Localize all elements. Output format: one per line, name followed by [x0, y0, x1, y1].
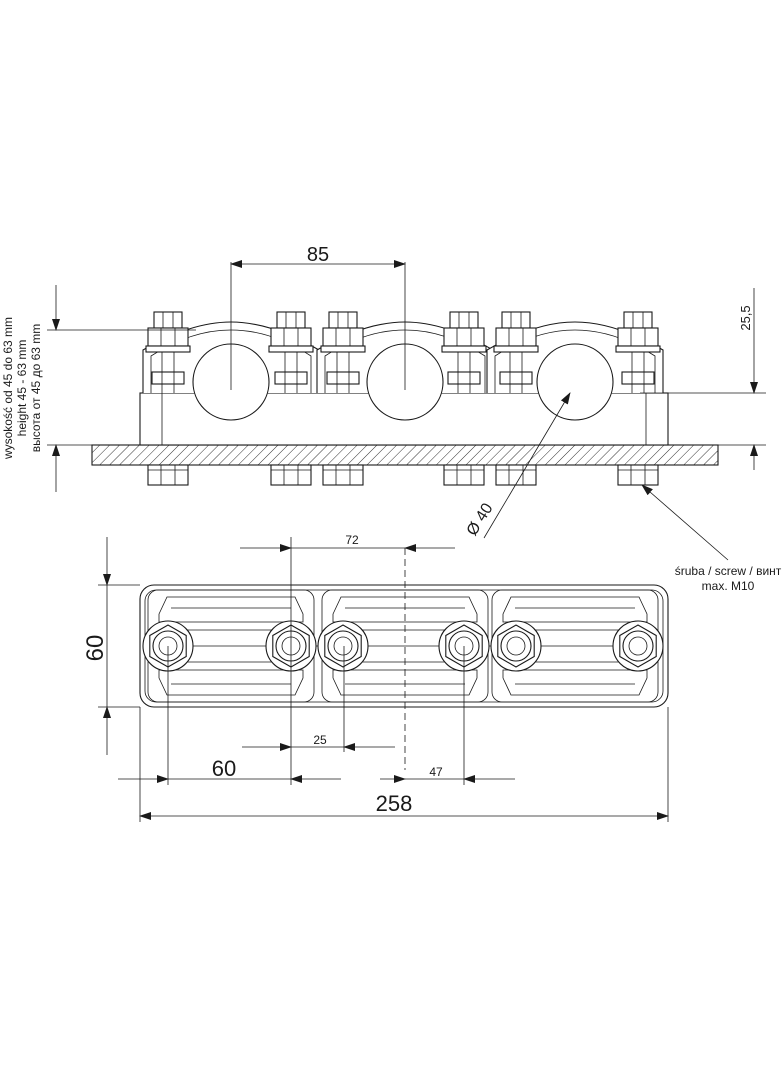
washer: [493, 345, 539, 353]
bolt-end: [623, 311, 653, 329]
mounting-plate: [91, 444, 719, 466]
bolt-end: [328, 311, 358, 329]
height-dimension: wysokość od 45 do 63 mm height 45 - 63 m…: [1, 285, 196, 492]
bolt-end: [276, 311, 306, 329]
bottom-nut: [322, 464, 364, 486]
nut-chamfer: [500, 630, 532, 662]
dim-25-5-label: 25,5: [738, 305, 753, 330]
clamp-jaw-bottom: [502, 669, 648, 696]
top-nut: [322, 327, 364, 347]
hex-nut: [497, 624, 535, 668]
screw-size-label: max. M10: [702, 579, 755, 593]
screw-label: śruba / screw / винт: [675, 564, 782, 578]
washer: [145, 345, 191, 353]
side-view: [91, 311, 719, 486]
dimension-60-depth: 60: [82, 537, 140, 755]
dim-85-label: 85: [307, 244, 329, 266]
clamp-jaw-bottom: [158, 669, 304, 696]
top-nut: [443, 327, 485, 347]
lower-nut: [274, 371, 308, 385]
clamp-jaw-top: [158, 596, 304, 623]
screw-leader: śruba / screw / винт max. M10: [641, 484, 782, 593]
washer: [320, 345, 366, 353]
bolt-thread: [628, 636, 648, 656]
conductor-bore: [536, 343, 614, 421]
diameter-label: Ø 40: [464, 500, 497, 539]
top-nut: [147, 327, 189, 347]
bolt-end: [153, 311, 183, 329]
bottom-nut: [495, 464, 537, 486]
nut-chamfer: [327, 630, 359, 662]
height-label-ru: высота от 45 до 63 mm: [29, 324, 43, 453]
clamp-jaw-top: [332, 596, 478, 623]
bottom-nut: [617, 464, 659, 486]
top-view: [139, 548, 669, 770]
dim-47-label: 47: [429, 765, 443, 779]
side-clamp-units: [142, 321, 664, 421]
dim-72-label: 72: [345, 533, 359, 547]
dimension-60-half: 60: [118, 646, 341, 785]
bolt-end: [449, 311, 479, 329]
bottom-nut: [270, 464, 312, 486]
side-bolts: [145, 311, 661, 393]
bottom-nut: [443, 464, 485, 486]
lower-nut: [326, 371, 360, 385]
lower-nut: [621, 371, 655, 385]
bolt-thread: [333, 636, 353, 656]
dim-60-depth-label: 60: [82, 635, 109, 662]
clamp-jaw-top: [502, 596, 648, 623]
washer: [615, 345, 661, 353]
dimension-25: 25: [242, 646, 395, 752]
bolt-end: [501, 311, 531, 329]
hex-nut: [324, 624, 362, 668]
lower-nut: [499, 371, 533, 385]
dimension-85: 85: [230, 244, 406, 390]
height-label-en: height 45 - 63 mm: [15, 340, 29, 437]
nut-chamfer: [622, 630, 654, 662]
dim-25-label: 25: [313, 733, 327, 747]
dimension-258: 258: [139, 707, 669, 822]
top-nut: [495, 327, 537, 347]
clamp-jaw-bottom: [332, 669, 478, 696]
hex-nut: [619, 624, 657, 668]
under-plate-nuts: [147, 464, 659, 486]
washer: [268, 345, 314, 353]
dim-60-half-label: 60: [212, 756, 236, 781]
bolt-thread: [506, 636, 526, 656]
top-nut: [617, 327, 659, 347]
dim-258-label: 258: [376, 791, 413, 816]
lower-nut: [447, 371, 481, 385]
washer: [441, 345, 487, 353]
top-nut: [270, 327, 312, 347]
height-label-pl: wysokość od 45 do 63 mm: [1, 317, 15, 460]
lower-nut: [151, 371, 185, 385]
dimension-25-5: 25,5: [640, 288, 766, 470]
dimension-47: 47: [380, 646, 515, 785]
bottom-nut: [147, 464, 189, 486]
